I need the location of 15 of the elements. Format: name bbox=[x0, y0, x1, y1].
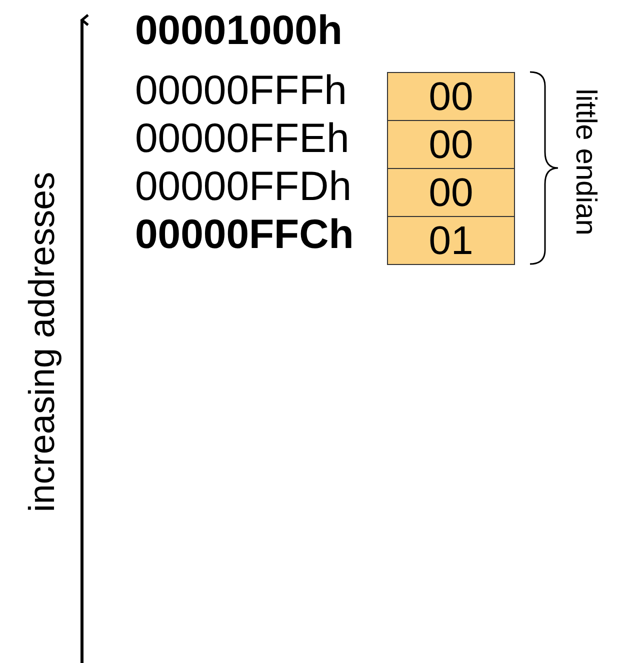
byte-value: 01 bbox=[428, 220, 474, 260]
address-label: 00000FFCh bbox=[135, 214, 354, 255]
axis-label: increasing addresses bbox=[24, 172, 60, 512]
memory-cell bbox=[387, 216, 515, 265]
memory-cell bbox=[387, 120, 515, 169]
byte-value: 00 bbox=[428, 76, 474, 116]
address-label: 00000FFFh bbox=[135, 70, 347, 111]
memory-cell bbox=[387, 168, 515, 217]
address-label: 00001000h bbox=[135, 10, 342, 51]
address-label: 00000FFEh bbox=[135, 118, 350, 159]
byte-value: 00 bbox=[428, 172, 474, 212]
byte-value: 00 bbox=[428, 124, 474, 164]
memory-cell bbox=[387, 72, 515, 121]
brace-label: little endian bbox=[570, 88, 600, 236]
address-label: 00000FFDh bbox=[135, 166, 352, 207]
